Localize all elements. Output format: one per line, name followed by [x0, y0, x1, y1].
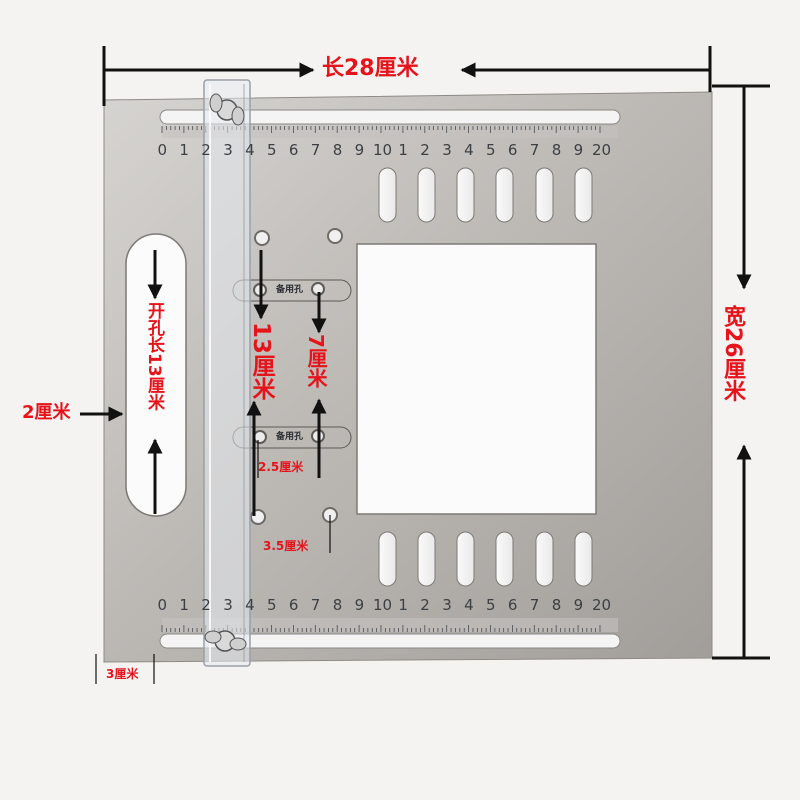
ruler-number: 2: [201, 141, 211, 159]
ruler-number: 0: [157, 596, 168, 614]
ruler-number: 1: [179, 596, 189, 614]
distance-13-label: 13厘米: [248, 322, 274, 401]
width-label: 宽26厘米: [720, 305, 745, 402]
distance-2-5-label: 2.5厘米: [258, 460, 304, 474]
ruler-number: 8: [551, 596, 562, 614]
ruler-number: 2: [420, 141, 430, 159]
ruler-number: 7: [529, 141, 540, 159]
bottom-rail-slot: [159, 633, 621, 649]
spare-hole-tag-top: 备用孔: [276, 285, 304, 295]
margin-3-label: 3厘米: [106, 667, 139, 681]
top-vent-slots: [378, 167, 593, 223]
ruler-number: 3: [223, 596, 233, 614]
bottom-vent-slots: [378, 531, 593, 587]
ruler-number: 10: [373, 141, 393, 159]
ruler-number: 8: [551, 141, 562, 159]
minor-dimension-lines: [95, 440, 331, 684]
ruler-number: 20: [592, 141, 612, 159]
ruler-number: 4: [245, 596, 255, 614]
distance-7-label: 7厘米: [304, 334, 328, 388]
ruler-number: 6: [507, 596, 518, 614]
ruler-number: 1: [398, 141, 408, 159]
slot-length-label: 开孔长13厘米: [144, 302, 164, 411]
ruler-number: 9: [354, 596, 365, 614]
ruler-number: 7: [310, 141, 321, 159]
left-long-slot: [125, 233, 187, 517]
ruler-number: 3: [442, 141, 452, 159]
ruler-number: 1: [398, 596, 408, 614]
ruler-number: 9: [354, 141, 365, 159]
ruler-number: 5: [267, 596, 277, 614]
ruler-number: 4: [464, 596, 474, 614]
distance-3-5-label: 3.5厘米: [263, 539, 309, 553]
top-rail-slot: [159, 109, 621, 125]
ruler-number: 2: [420, 596, 430, 614]
spare-hole-tag-bottom: 备用孔: [276, 432, 304, 442]
length-label: 长28厘米: [322, 56, 419, 81]
bottom-wing-nut: [204, 630, 247, 652]
ruler-number: 3: [223, 141, 233, 159]
ruler-number: 5: [267, 141, 277, 159]
square-cutout: [356, 243, 597, 515]
ruler-number: 6: [288, 141, 299, 159]
ruler-number: 5: [486, 596, 496, 614]
ruler-number: 7: [310, 596, 321, 614]
ruler-number: 6: [288, 596, 299, 614]
ruler-number: 10: [373, 596, 393, 614]
ruler-number: 20: [592, 596, 612, 614]
ruler-number: 6: [507, 141, 518, 159]
acrylic-guide-bar: [203, 79, 251, 667]
ruler-number: 4: [245, 141, 255, 159]
top-wing-nut: [209, 93, 245, 126]
ruler-number: 8: [332, 596, 343, 614]
ruler-number: 2: [201, 596, 211, 614]
ruler-number: 0: [157, 141, 168, 159]
ruler-number: 7: [529, 596, 540, 614]
ruler-number: 5: [486, 141, 496, 159]
slot-width-label: 2厘米: [22, 402, 71, 423]
ruler-number: 4: [464, 141, 474, 159]
ruler-number: 3: [442, 596, 452, 614]
ruler-number: 1: [179, 141, 189, 159]
ruler-number: 8: [332, 141, 343, 159]
ruler-number: 9: [573, 141, 584, 159]
ruler-number: 9: [573, 596, 584, 614]
dimension-lines: [80, 46, 770, 660]
